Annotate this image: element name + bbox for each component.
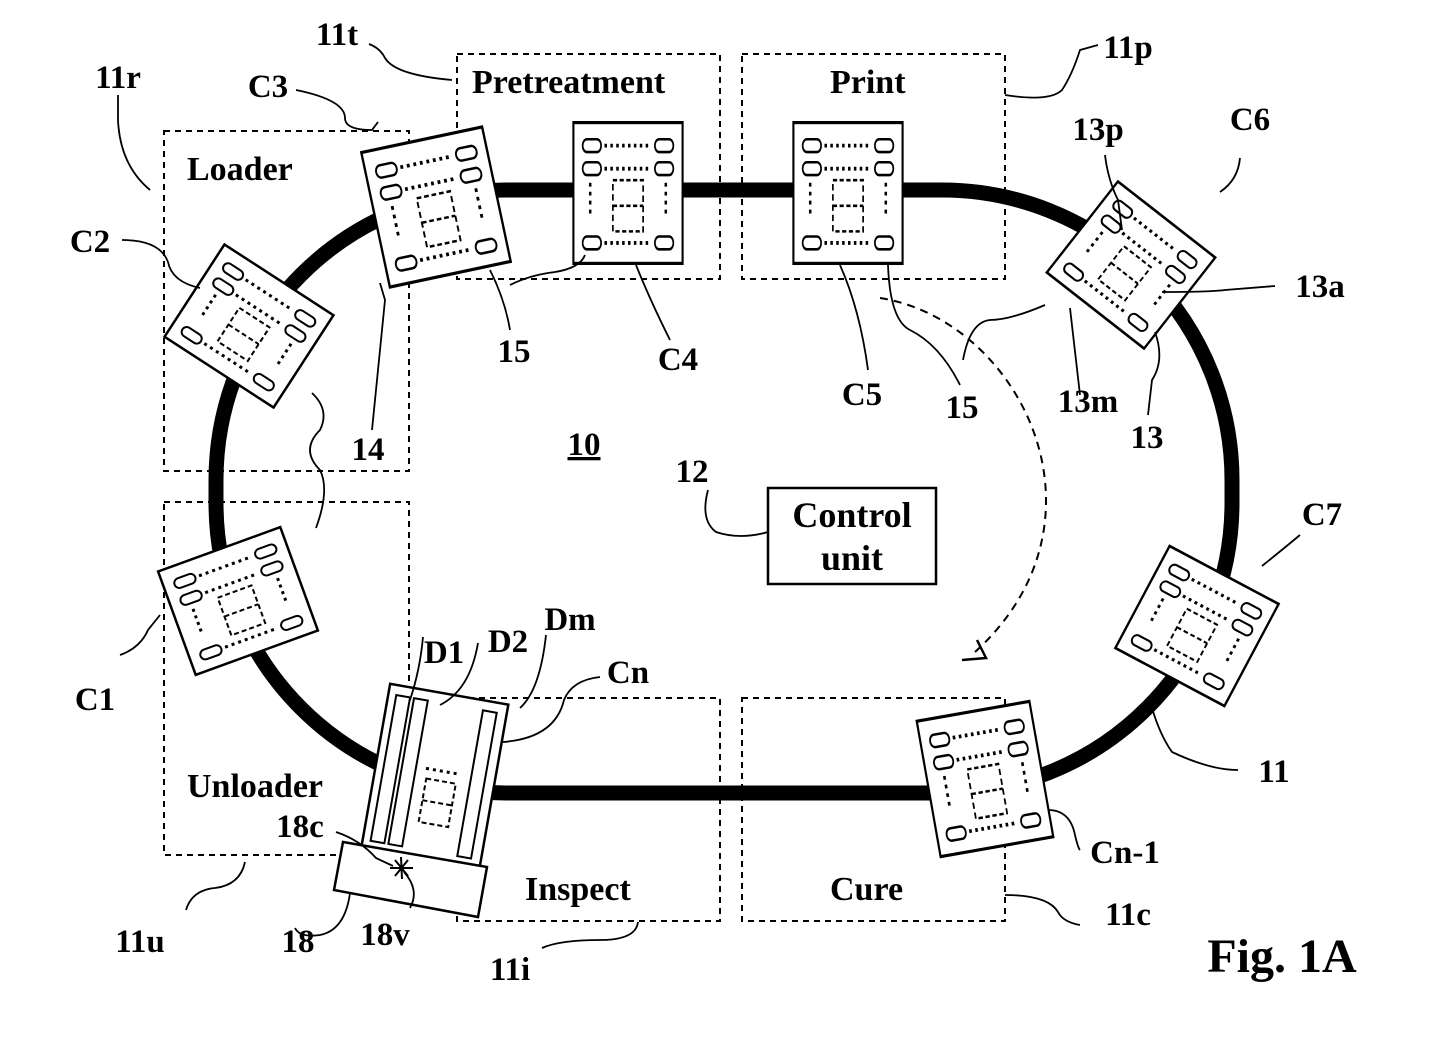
label-c3: C3 [248,69,288,105]
label-c4: C4 [658,342,698,378]
label-c1: C1 [75,682,115,718]
ref-13m: 13m [1058,384,1119,420]
label-d1: D1 [424,635,464,671]
ref-13a: 13a [1295,269,1345,305]
cart-c5 [793,123,902,264]
ref-18v: 18v [360,917,410,953]
ref-11i: 11i [490,952,530,988]
ref-13p: 13p [1072,112,1123,148]
zone-cure-label: Cure [830,871,903,908]
zone-pretreatment-label: Pretreatment [472,64,666,101]
zone-loader-label: Loader [187,151,293,188]
ref-11t: 11t [316,17,358,53]
label-dm: Dm [544,602,595,638]
ref-15-left: 15 [498,334,531,370]
label-c2: C2 [70,224,110,260]
cart-cn [362,684,509,866]
zone-print-label: Print [830,64,906,101]
control-unit-line2: unit [821,538,883,578]
ref-18: 18 [282,924,315,960]
label-c6: C6 [1230,102,1270,138]
figure-title: Fig. 1A [1207,930,1357,983]
ref-11r: 11r [95,60,141,96]
ref-10: 10 [568,427,601,463]
cart-c3 [361,127,510,287]
zone-unloader-label: Unloader [187,768,323,805]
label-c7: C7 [1302,497,1342,533]
cart-cn-1 [917,701,1054,856]
direction-arrow [880,298,1046,660]
label-c5: C5 [842,377,882,413]
ref-18c: 18c [276,809,324,845]
control-unit-line1: Control [792,495,911,535]
cart-c1 [158,527,318,675]
ref-11c: 11c [1105,897,1151,933]
ref-13: 13 [1131,420,1164,456]
label-cn: Cn [607,655,649,691]
ref-11: 11 [1258,754,1289,790]
cart-c7 [1115,546,1278,706]
label-cn-1: Cn-1 [1090,835,1160,871]
cart-c4 [573,123,682,264]
control-unit: Control unit [768,488,936,584]
ref-11p: 11p [1103,30,1153,66]
ref-15-right: 15 [946,390,979,426]
zone-inspect-label: Inspect [525,871,631,908]
ref-14: 14 [352,432,385,468]
label-d2: D2 [488,624,528,660]
ref-11u: 11u [115,924,165,960]
ref-12: 12 [676,454,709,490]
